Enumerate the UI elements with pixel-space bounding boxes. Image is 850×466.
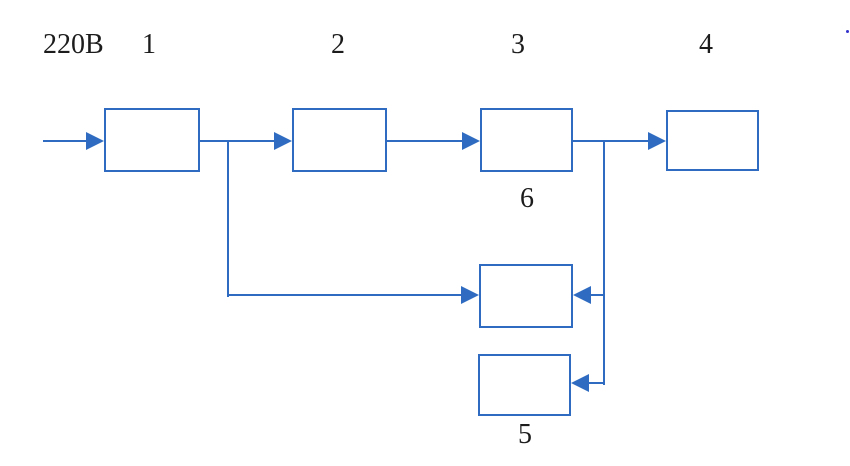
block2-node	[292, 108, 387, 172]
block2-label: 2	[331, 29, 345, 60]
block2-to-block3-arrowhead-icon	[462, 132, 480, 150]
block3-node	[480, 108, 573, 172]
block1-to-block2-line	[200, 140, 276, 142]
block1-label: 1	[142, 29, 156, 60]
source-to-block1-line	[43, 140, 88, 142]
block5-node	[478, 354, 571, 416]
block3-branch-to-block5-arrowhead-icon	[571, 374, 589, 392]
block1-branch-to-block6-arrowhead-icon	[461, 286, 479, 304]
source-to-block1-arrowhead-icon	[86, 132, 104, 150]
block1-node	[104, 108, 200, 172]
block6-label: 6	[520, 183, 534, 214]
block1-to-block2-arrowhead-icon	[274, 132, 292, 150]
block3-branch-to-block5-line	[589, 382, 605, 384]
block3-to-block4-line	[573, 140, 648, 142]
block3-to-block4-arrowhead-icon	[648, 132, 666, 150]
stray-ink-dot	[846, 30, 849, 33]
block6-node	[479, 264, 573, 328]
block3-label: 3	[511, 29, 525, 60]
block2-to-block3-line	[387, 140, 462, 142]
block3-branch-to-block6-line	[591, 294, 605, 296]
block4-node	[666, 110, 759, 171]
block3-branch-vertical-line	[603, 140, 605, 385]
source-voltage-label: 220В	[43, 29, 104, 60]
block1-branch-to-block6-line	[227, 294, 461, 296]
block1-branch-vertical-line	[227, 140, 229, 297]
block4-label: 4	[699, 29, 713, 60]
block5-label: 5	[518, 419, 532, 450]
block3-branch-to-block6-arrowhead-icon	[573, 286, 591, 304]
